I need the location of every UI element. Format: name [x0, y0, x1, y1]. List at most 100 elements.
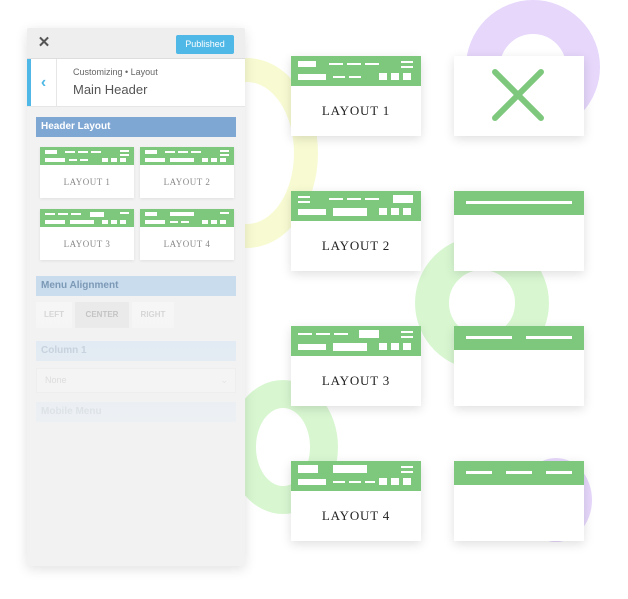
- layout-card-label: LAYOUT 3: [63, 239, 111, 249]
- mobile-layout-none[interactable]: [454, 56, 584, 136]
- search-block: [70, 220, 94, 224]
- logo-block: [298, 61, 316, 67]
- icon-block: [211, 158, 217, 162]
- search-block: [170, 158, 194, 162]
- logo-block: [45, 150, 57, 154]
- layout-card-3[interactable]: LAYOUT 3: [40, 209, 134, 260]
- layout-card-label: LAYOUT 2: [163, 177, 211, 187]
- icon-block: [403, 73, 411, 80]
- menu-line: [401, 331, 413, 333]
- menu-line: [65, 151, 75, 153]
- customizer-panel: ✕ Published ‹ Customizing • Layout Main …: [27, 28, 245, 566]
- showcase-layout-2[interactable]: LAYOUT 2: [291, 191, 421, 271]
- mobile-menu-toggle[interactable]: [36, 428, 74, 442]
- chevron-left-icon[interactable]: ‹: [27, 59, 57, 106]
- showcase-layout-label: LAYOUT 2: [321, 238, 391, 253]
- search-block: [298, 209, 326, 215]
- menu-line: [120, 150, 129, 152]
- card-header-bar: [140, 147, 234, 165]
- menu-line: [69, 159, 77, 161]
- menu-line: [401, 336, 413, 338]
- chevron-down-icon: ⌄: [220, 375, 228, 385]
- card-header-bar: [140, 209, 234, 227]
- search-block: [333, 343, 367, 351]
- menu-line: [220, 154, 229, 156]
- icon-block: [391, 73, 399, 80]
- menu-line: [120, 154, 129, 156]
- menu-line: [466, 336, 512, 339]
- icon-block: [111, 220, 117, 224]
- align-center-button[interactable]: CENTER: [75, 302, 129, 328]
- icon-block: [102, 158, 108, 162]
- menu-line: [349, 481, 361, 483]
- menu-line: [165, 151, 175, 153]
- showcase-layout-label: LAYOUT 3: [321, 373, 391, 388]
- panel-title: Main Header: [73, 82, 148, 97]
- menu-line: [506, 471, 532, 474]
- menu-line: [298, 201, 310, 203]
- menu-line: [71, 213, 81, 215]
- menu-line: [329, 63, 343, 65]
- mobile-layout-3[interactable]: [454, 461, 584, 541]
- showcase-layout-1[interactable]: LAYOUT 1: [291, 56, 421, 136]
- logo-block: [393, 195, 413, 203]
- menu-line: [191, 151, 201, 153]
- section-menu-alignment: Menu Alignment: [36, 276, 236, 296]
- menu-line: [347, 63, 361, 65]
- align-left-button[interactable]: LEFT: [36, 302, 72, 328]
- search-block: [45, 220, 65, 224]
- icon-block: [403, 478, 411, 485]
- layout-card-label: LAYOUT 1: [63, 177, 111, 187]
- column-1-value: None: [45, 375, 67, 385]
- menu-line: [347, 198, 361, 200]
- publish-button[interactable]: Published: [176, 35, 234, 54]
- section-mobile-menu: Mobile Menu: [36, 402, 236, 422]
- menu-line: [349, 76, 361, 78]
- logo-block: [145, 150, 157, 154]
- menu-line: [316, 333, 330, 335]
- showcase-layout-4[interactable]: LAYOUT 4: [291, 461, 421, 541]
- mobile-header-bar: [454, 191, 584, 215]
- logo-block: [298, 465, 318, 473]
- menu-line: [333, 481, 345, 483]
- menu-line: [401, 66, 413, 68]
- breadcrumb: Customizing • Layout: [73, 67, 158, 77]
- card-header-bar: [40, 147, 134, 165]
- menu-line: [170, 221, 178, 223]
- layout-card-label: LAYOUT 4: [163, 239, 211, 249]
- search-block: [298, 479, 326, 485]
- showcase-layout-3[interactable]: LAYOUT 3: [291, 326, 421, 406]
- menu-line: [401, 61, 413, 63]
- menu-line: [365, 481, 375, 483]
- menu-line: [298, 333, 312, 335]
- menu-line: [220, 212, 229, 214]
- search-block: [45, 158, 65, 162]
- icon-block: [379, 73, 387, 80]
- search-block: [170, 212, 194, 216]
- menu-line: [58, 213, 68, 215]
- search-block: [333, 465, 367, 473]
- layout-card-1[interactable]: LAYOUT 1: [40, 147, 134, 198]
- card-header-bar: [40, 209, 134, 227]
- icon-block: [403, 208, 411, 215]
- icon-block: [120, 220, 126, 224]
- mobile-layout-2[interactable]: [454, 326, 584, 406]
- menu-line: [365, 198, 379, 200]
- menu-line: [466, 471, 492, 474]
- close-icon[interactable]: ✕: [37, 34, 51, 51]
- layout-card-2[interactable]: LAYOUT 2: [140, 147, 234, 198]
- menu-line: [365, 63, 379, 65]
- layout-card-4[interactable]: LAYOUT 4: [140, 209, 234, 260]
- menu-line: [546, 471, 572, 474]
- column-1-select[interactable]: None ⌄: [36, 368, 236, 393]
- menu-line: [78, 151, 88, 153]
- section-header-layout: Header Layout: [36, 117, 236, 137]
- menu-line: [401, 471, 413, 473]
- search-block: [145, 158, 165, 162]
- mobile-layout-1[interactable]: [454, 191, 584, 271]
- icon-block: [379, 208, 387, 215]
- menu-line: [466, 201, 572, 204]
- align-right-button[interactable]: RIGHT: [132, 302, 174, 328]
- x-icon: [492, 69, 544, 121]
- icon-block: [220, 158, 226, 162]
